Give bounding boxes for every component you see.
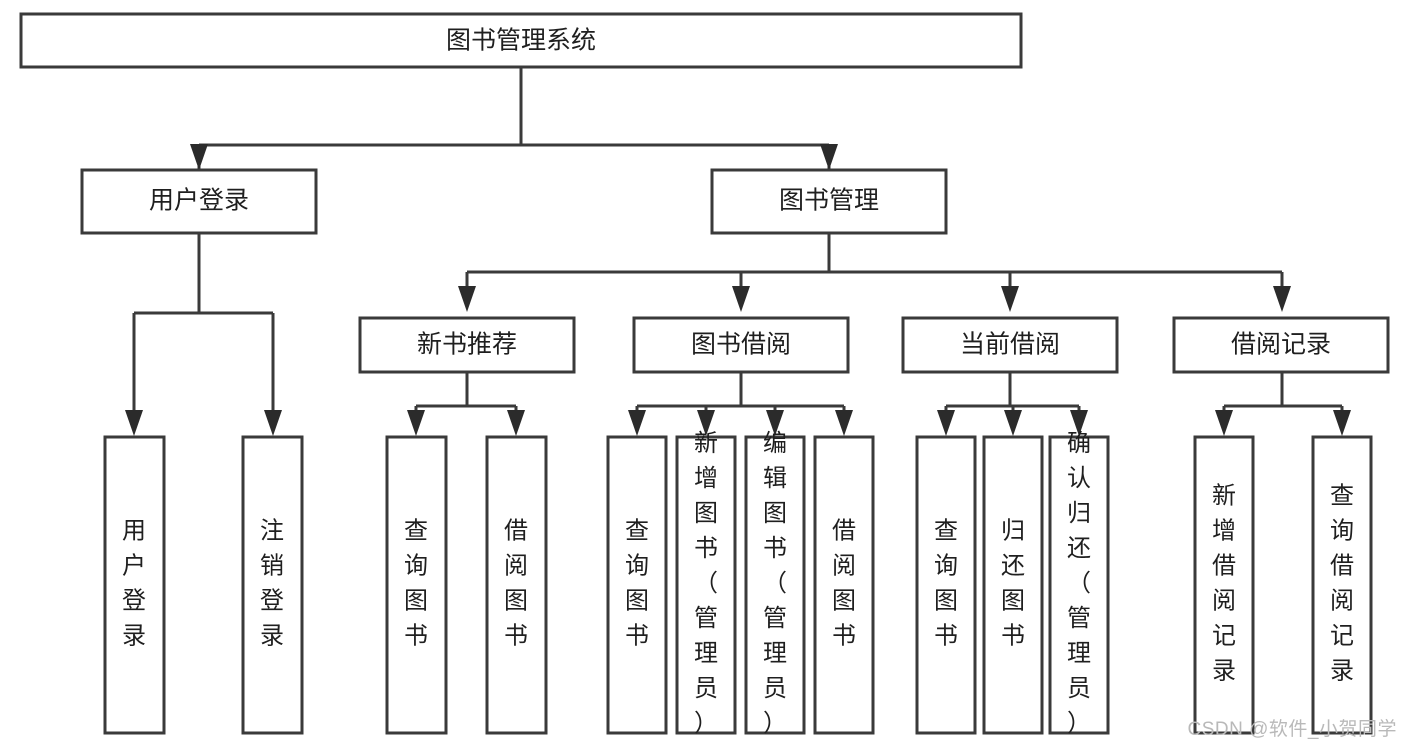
arrow-icon-bb-1 xyxy=(628,410,646,436)
node-root-label: 图书管理系统 xyxy=(446,27,596,55)
arrow-icon-bm-2 xyxy=(732,286,750,312)
leaf-current-borrow-query[interactable]: 查询图书 xyxy=(915,435,977,735)
leaf-current-borrow-confirm-label: 确认归还（管理员） xyxy=(1067,430,1091,737)
leaf-user-login-logout[interactable]: 注销登录 xyxy=(241,435,304,735)
node-book-manage-box[interactable] xyxy=(710,168,948,235)
leaf-current-borrow-return-box[interactable] xyxy=(982,435,1044,735)
arrow-icon-nb-2 xyxy=(507,410,525,436)
node-user-login-label: 用户登录 xyxy=(149,187,249,215)
leaf-current-borrow-return[interactable]: 归还图书 xyxy=(982,435,1044,735)
connector-group-book-borrow xyxy=(628,372,853,436)
node-new-book-recommend-label: 新书推荐 xyxy=(417,331,517,359)
arrow-icon-br-1 xyxy=(1215,410,1233,436)
leaf-user-login-logout-box[interactable] xyxy=(241,435,304,735)
leaf-borrow-records-add-box[interactable] xyxy=(1193,435,1255,735)
connector-group-new-book xyxy=(407,372,525,436)
connector-root-right xyxy=(820,144,838,170)
leaf-borrow-records-query[interactable]: 查询借阅记录 xyxy=(1311,435,1373,735)
arrow-icon-to-book-manage xyxy=(820,144,838,170)
leaf-borrow-records-add-label: 新增借阅记录 xyxy=(1212,483,1236,685)
node-borrow-records-box[interactable] xyxy=(1172,316,1390,374)
node-user-login-box[interactable] xyxy=(80,168,318,235)
node-current-borrow-label: 当前借阅 xyxy=(960,331,1060,359)
leaf-current-borrow-confirm[interactable]: 确认归还（管理员） xyxy=(1048,430,1110,737)
leaf-new-book-query-label: 查询图书 xyxy=(404,518,428,650)
arrow-icon-cb-1 xyxy=(937,410,955,436)
leaf-current-borrow-query-label: 查询图书 xyxy=(934,518,958,650)
leaf-user-login-login-label: 用户登录 xyxy=(122,518,146,650)
node-book-borrow-box[interactable] xyxy=(632,316,850,374)
node-new-book-recommend[interactable]: 新书推荐 xyxy=(358,316,576,374)
leaf-book-borrow-edit-box[interactable] xyxy=(744,435,806,735)
node-current-borrow-box[interactable] xyxy=(901,316,1119,374)
connector-group-current-borrow xyxy=(937,372,1088,436)
arrow-icon-user-login-2 xyxy=(264,410,282,436)
leaf-book-borrow-query-label: 查询图书 xyxy=(625,518,649,650)
arrow-icon-bb-4 xyxy=(835,410,853,436)
arrow-icon-bm-3 xyxy=(1001,286,1019,312)
leaf-current-borrow-confirm-box[interactable] xyxy=(1048,435,1110,735)
arrow-icon-nb-1 xyxy=(407,410,425,436)
leaf-borrow-records-query-box[interactable] xyxy=(1311,435,1373,735)
leaf-current-borrow-return-label: 归还图书 xyxy=(1001,518,1025,650)
node-book-borrow-label: 图书借阅 xyxy=(691,331,791,359)
connector-group-user-login xyxy=(125,233,282,436)
leaf-book-borrow-query-box[interactable] xyxy=(606,435,668,735)
arrow-icon-to-user-login xyxy=(190,144,208,170)
connector-root-left xyxy=(190,144,208,170)
node-user-login[interactable]: 用户登录 xyxy=(80,168,318,235)
leaf-borrow-records-add[interactable]: 新增借阅记录 xyxy=(1193,435,1255,735)
leaf-book-borrow-query[interactable]: 查询图书 xyxy=(606,435,668,735)
leaf-book-borrow-add-label: 新增图书（管理员） xyxy=(694,430,718,737)
leaf-new-book-borrow-box[interactable] xyxy=(485,435,548,735)
arrow-icon-br-2 xyxy=(1333,410,1351,436)
leaf-user-login-login-box[interactable] xyxy=(103,435,166,735)
connector-group-borrow-records xyxy=(1215,372,1351,436)
leaf-user-login-logout-label: 注销登录 xyxy=(260,518,284,650)
connector-group-book-manage xyxy=(458,233,1291,312)
arrow-icon-bm-1 xyxy=(458,286,476,312)
leaf-current-borrow-query-box[interactable] xyxy=(915,435,977,735)
arrow-icon-user-login-1 xyxy=(125,410,143,436)
leaf-book-borrow-borrow-box[interactable] xyxy=(813,435,875,735)
leaf-book-borrow-borrow[interactable]: 借阅图书 xyxy=(813,435,875,735)
arrow-icon-bm-4 xyxy=(1273,286,1291,312)
leaf-book-borrow-add[interactable]: 新增图书（管理员） xyxy=(675,430,737,737)
arrow-icon-cb-2 xyxy=(1004,410,1022,436)
leaf-book-borrow-borrow-label: 借阅图书 xyxy=(832,518,856,650)
node-new-book-recommend-box[interactable] xyxy=(358,316,576,374)
node-borrow-records[interactable]: 借阅记录 xyxy=(1172,316,1390,374)
node-root[interactable]: 图书管理系统 xyxy=(19,12,1023,69)
node-borrow-records-label: 借阅记录 xyxy=(1231,331,1331,359)
connector-group-root xyxy=(197,67,829,148)
leaf-book-borrow-edit[interactable]: 编辑图书（管理员） xyxy=(744,430,806,737)
leaf-borrow-records-query-label: 查询借阅记录 xyxy=(1330,483,1354,685)
leaf-user-login-login[interactable]: 用户登录 xyxy=(103,435,166,735)
leaf-new-book-query[interactable]: 查询图书 xyxy=(385,435,448,735)
node-book-borrow[interactable]: 图书借阅 xyxy=(632,316,850,374)
leaf-book-borrow-edit-label: 编辑图书（管理员） xyxy=(763,430,787,737)
leaf-new-book-borrow-label: 借阅图书 xyxy=(504,518,528,650)
node-root-box[interactable] xyxy=(19,12,1023,69)
leaf-new-book-query-box[interactable] xyxy=(385,435,448,735)
leaf-book-borrow-add-box[interactable] xyxy=(675,435,737,735)
node-book-manage[interactable]: 图书管理 xyxy=(710,168,948,235)
leaf-new-book-borrow[interactable]: 借阅图书 xyxy=(485,435,548,735)
node-current-borrow[interactable]: 当前借阅 xyxy=(901,316,1119,374)
node-book-manage-label: 图书管理 xyxy=(779,187,879,215)
